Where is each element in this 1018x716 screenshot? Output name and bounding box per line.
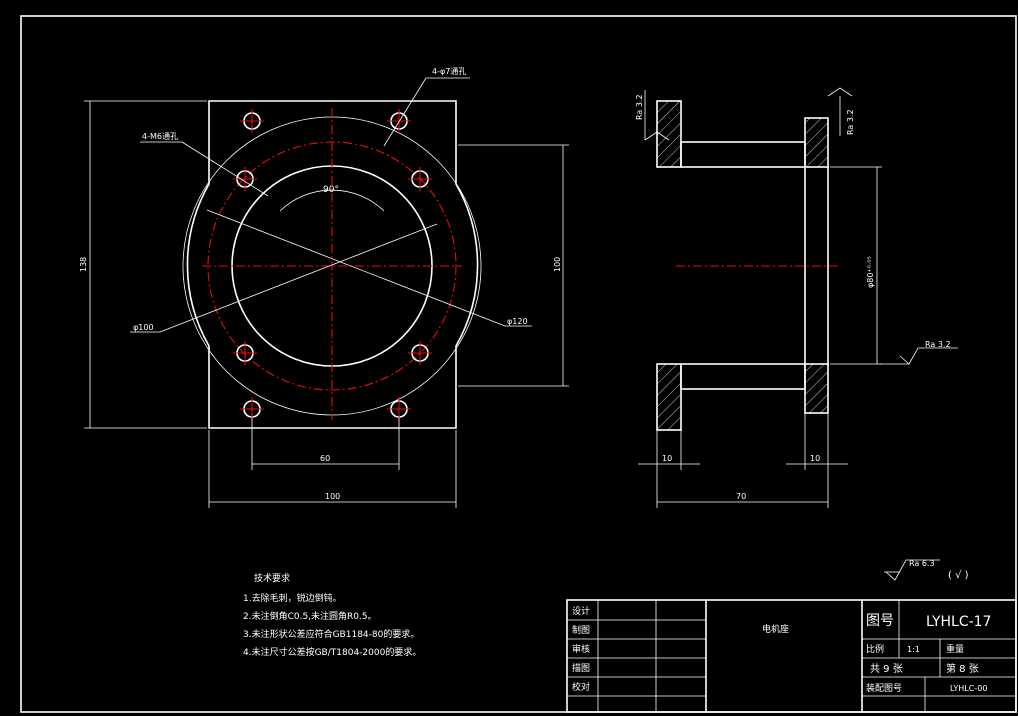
m6-hole	[233, 341, 257, 365]
drawing-no-label: 图号	[866, 613, 894, 629]
tube-bottom	[680, 363, 806, 390]
flange-outline	[186, 100, 479, 429]
dim-60-label: 60	[320, 454, 330, 463]
side-view: φ80⁺⁰·⁰⁵ Ra 3.2 Ra 3.2 Ra 3.2 10 10 70	[635, 87, 958, 508]
tube-top	[680, 141, 806, 168]
m6-hole	[233, 167, 257, 191]
ra-right-label: Ra 3.2	[846, 109, 855, 135]
row-trace: 描图	[572, 662, 590, 674]
total-sheets: 共 9 张	[870, 663, 903, 675]
notes-title: 技术要求	[254, 572, 290, 584]
row-design: 设计	[572, 605, 590, 617]
right-flange-bottom	[804, 363, 829, 414]
ra-left-label: Ra 3.2	[635, 94, 644, 120]
scale-label: 比例	[866, 643, 884, 655]
title-block: 设计 制图 审核 描图 校对 电机座 图号 LYHLC-17 比例 1:1 重量…	[566, 599, 1017, 713]
phi120-leader	[206, 209, 506, 327]
ra-right-symbol	[827, 87, 853, 97]
row-review: 审核	[572, 643, 590, 655]
note-item: 2.未注倒角C0.5,未注圆角R0.5。	[243, 610, 377, 622]
phi7-hole	[240, 397, 264, 421]
front-view: 90° φ100 φ120 4-M6通孔 4-φ7通孔 138 100 60	[79, 66, 569, 508]
m6-hole	[408, 167, 432, 191]
phi7-hole	[387, 397, 411, 421]
phi120-label: φ120	[507, 317, 528, 326]
assembly-label: 装配图号	[866, 682, 902, 694]
note-item: 3.未注形状公差应符合GB1184-80的要求。	[243, 628, 419, 640]
surface-roughness-general: Ra 6.3 ( √ )	[884, 559, 969, 581]
dim-10-left-label: 10	[662, 454, 672, 463]
dim-70-label: 70	[736, 492, 746, 501]
note-item: 1.去除毛刺，锐边倒钝。	[243, 592, 342, 604]
assembly-no: LYHLC-00	[950, 684, 987, 693]
ra-left-symbol	[644, 131, 670, 141]
phi100-leader	[159, 223, 438, 333]
angle-label: 90°	[323, 185, 339, 195]
weight-label: 重量	[946, 643, 964, 655]
part-name: 电机座	[762, 623, 789, 635]
note-item: 4.未注尺寸公差按GB/T1804-2000的要求。	[243, 646, 421, 658]
sheet-no: 第 8 张	[946, 662, 979, 675]
ra-bottom-symbol	[899, 347, 958, 365]
dim-phi80-label: φ80⁺⁰·⁰⁵	[866, 256, 875, 288]
right-flange-top	[804, 117, 829, 168]
phi7-hole	[240, 109, 264, 133]
dim-10-right-label: 10	[810, 454, 820, 463]
row-check: 校对	[572, 681, 590, 693]
dim-138-label: 138	[79, 257, 88, 272]
technical-notes: 技术要求 1.去除毛刺，锐边倒钝。 2.未注倒角C0.5,未注圆角R0.5。 3…	[243, 572, 421, 658]
drawing-border	[20, 15, 1017, 713]
phi7-label: 4-φ7通孔	[432, 66, 466, 76]
dim-100-bottom-label: 100	[325, 492, 340, 501]
surface-bracket: ( √ )	[948, 570, 969, 581]
phi7-leader	[383, 77, 427, 147]
angle-arc	[279, 189, 385, 212]
scale-value: 1:1	[907, 645, 920, 654]
surface-ra-label: Ra 6.3	[909, 559, 935, 568]
left-flange-bottom	[656, 363, 682, 431]
dim-100-right-label: 100	[553, 257, 562, 272]
m6-leader	[181, 141, 269, 197]
left-flange-top	[656, 100, 682, 168]
ra-bottom-label: Ra 3.2	[925, 340, 951, 349]
row-draw: 制图	[572, 624, 590, 636]
drawing-no: LYHLC-17	[926, 614, 991, 630]
m6-hole	[408, 341, 432, 365]
phi100-label: φ100	[133, 323, 154, 332]
m6-label: 4-M6通孔	[142, 131, 178, 141]
